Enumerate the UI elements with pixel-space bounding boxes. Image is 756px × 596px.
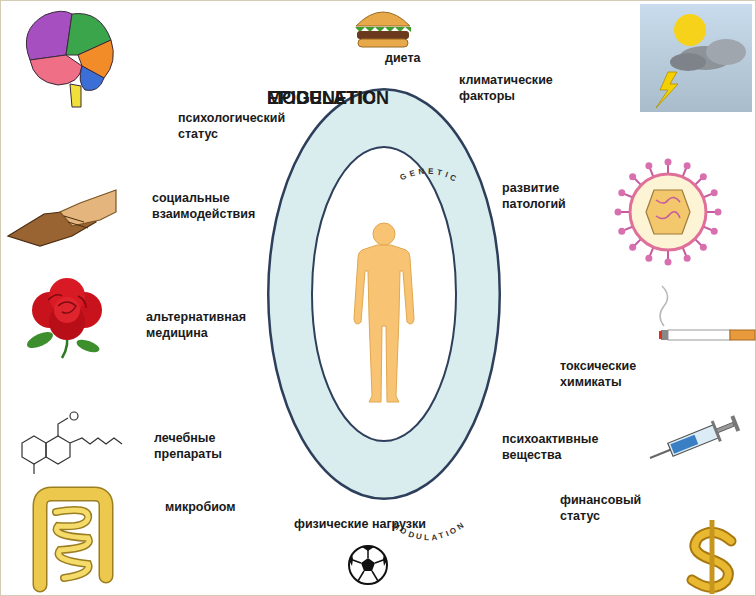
factor-label: физические нагрузки [292,516,428,534]
weather-icon [640,4,752,112]
ellipse-node: GENETICMODULATIONEPIGENETICMODULATION [267,88,501,500]
letter: I [444,171,449,179]
factor-label: развитие патологий [500,180,568,213]
letter: A [431,533,438,542]
chemical-structure-icon [22,412,122,474]
letter: T [438,532,445,541]
letter: U [415,533,422,542]
handshake-icon [8,190,116,246]
factor-label: финансовый статус [558,492,643,525]
letter: D [296,89,309,107]
factor-label: альтернативная медицина [144,309,248,342]
factor-text: финансовый статус [558,492,643,525]
factor-label: лечебные препараты [152,430,224,463]
letter: U [309,89,322,107]
virus-icon [615,159,722,266]
ellipse-shape [312,147,456,441]
letter: D [407,530,415,539]
letter: C [449,173,458,183]
factor-label: психоактивные вещества [500,431,600,464]
factor-text: психоактивные вещества [500,431,600,464]
factor-label: психологический статус [176,110,287,143]
factor-label: социальные взаимодействия [150,190,257,223]
factor-text: диета [383,50,422,68]
soccer-ball-icon [349,546,387,584]
factor-text: психологический статус [176,110,287,143]
curved-heading: MODULATION [267,88,501,500]
factor-text: микробиом [163,499,238,517]
letter: G [399,173,408,183]
curved-heading: EPIGENETIC [267,88,501,500]
letter: E [409,170,416,179]
letter: A [333,89,346,107]
letter: O [362,89,376,107]
factor-label: микробиом [163,499,238,517]
ellipse-node: GENETICMODULATION [311,146,457,442]
factor-label: климатические факторы [457,72,555,105]
factor-text: развитие патологий [500,180,568,213]
factor-label: токсические химикаты [558,358,638,391]
letter: L [322,89,333,107]
factor-text: альтернативная медицина [144,309,248,342]
factor-text: физические нагрузки [292,516,428,534]
syringe-icon [646,413,741,469]
curved-heading: MODULATION [311,146,457,442]
letter: N [376,89,389,107]
factor-text: социальные взаимодействия [150,190,257,223]
letter: N [456,522,465,532]
curved-heading: GENETIC [311,146,457,442]
dollar-icon [692,520,731,594]
letter: L [424,534,429,542]
intestine-icon [40,494,106,585]
factor-text: климатические факторы [457,72,555,105]
letter: E [428,168,434,176]
hamburger-icon [355,12,411,47]
factor-label: диета [383,50,422,68]
human-figure [354,245,414,402]
letter: I [357,89,362,107]
letter: T [346,89,357,107]
factor-text: лечебные препараты [152,430,224,463]
letter: T [436,169,442,178]
ellipse-shape [268,89,500,499]
human-figure [373,223,395,245]
factor-text: токсические химикаты [558,358,638,391]
letter: O [282,89,296,107]
letter: N [418,168,425,177]
cigarette-icon [659,286,755,340]
ellipse-outline [311,146,457,442]
brain-icon [26,11,113,107]
rose-icon [25,278,102,358]
letter: M [267,89,282,107]
